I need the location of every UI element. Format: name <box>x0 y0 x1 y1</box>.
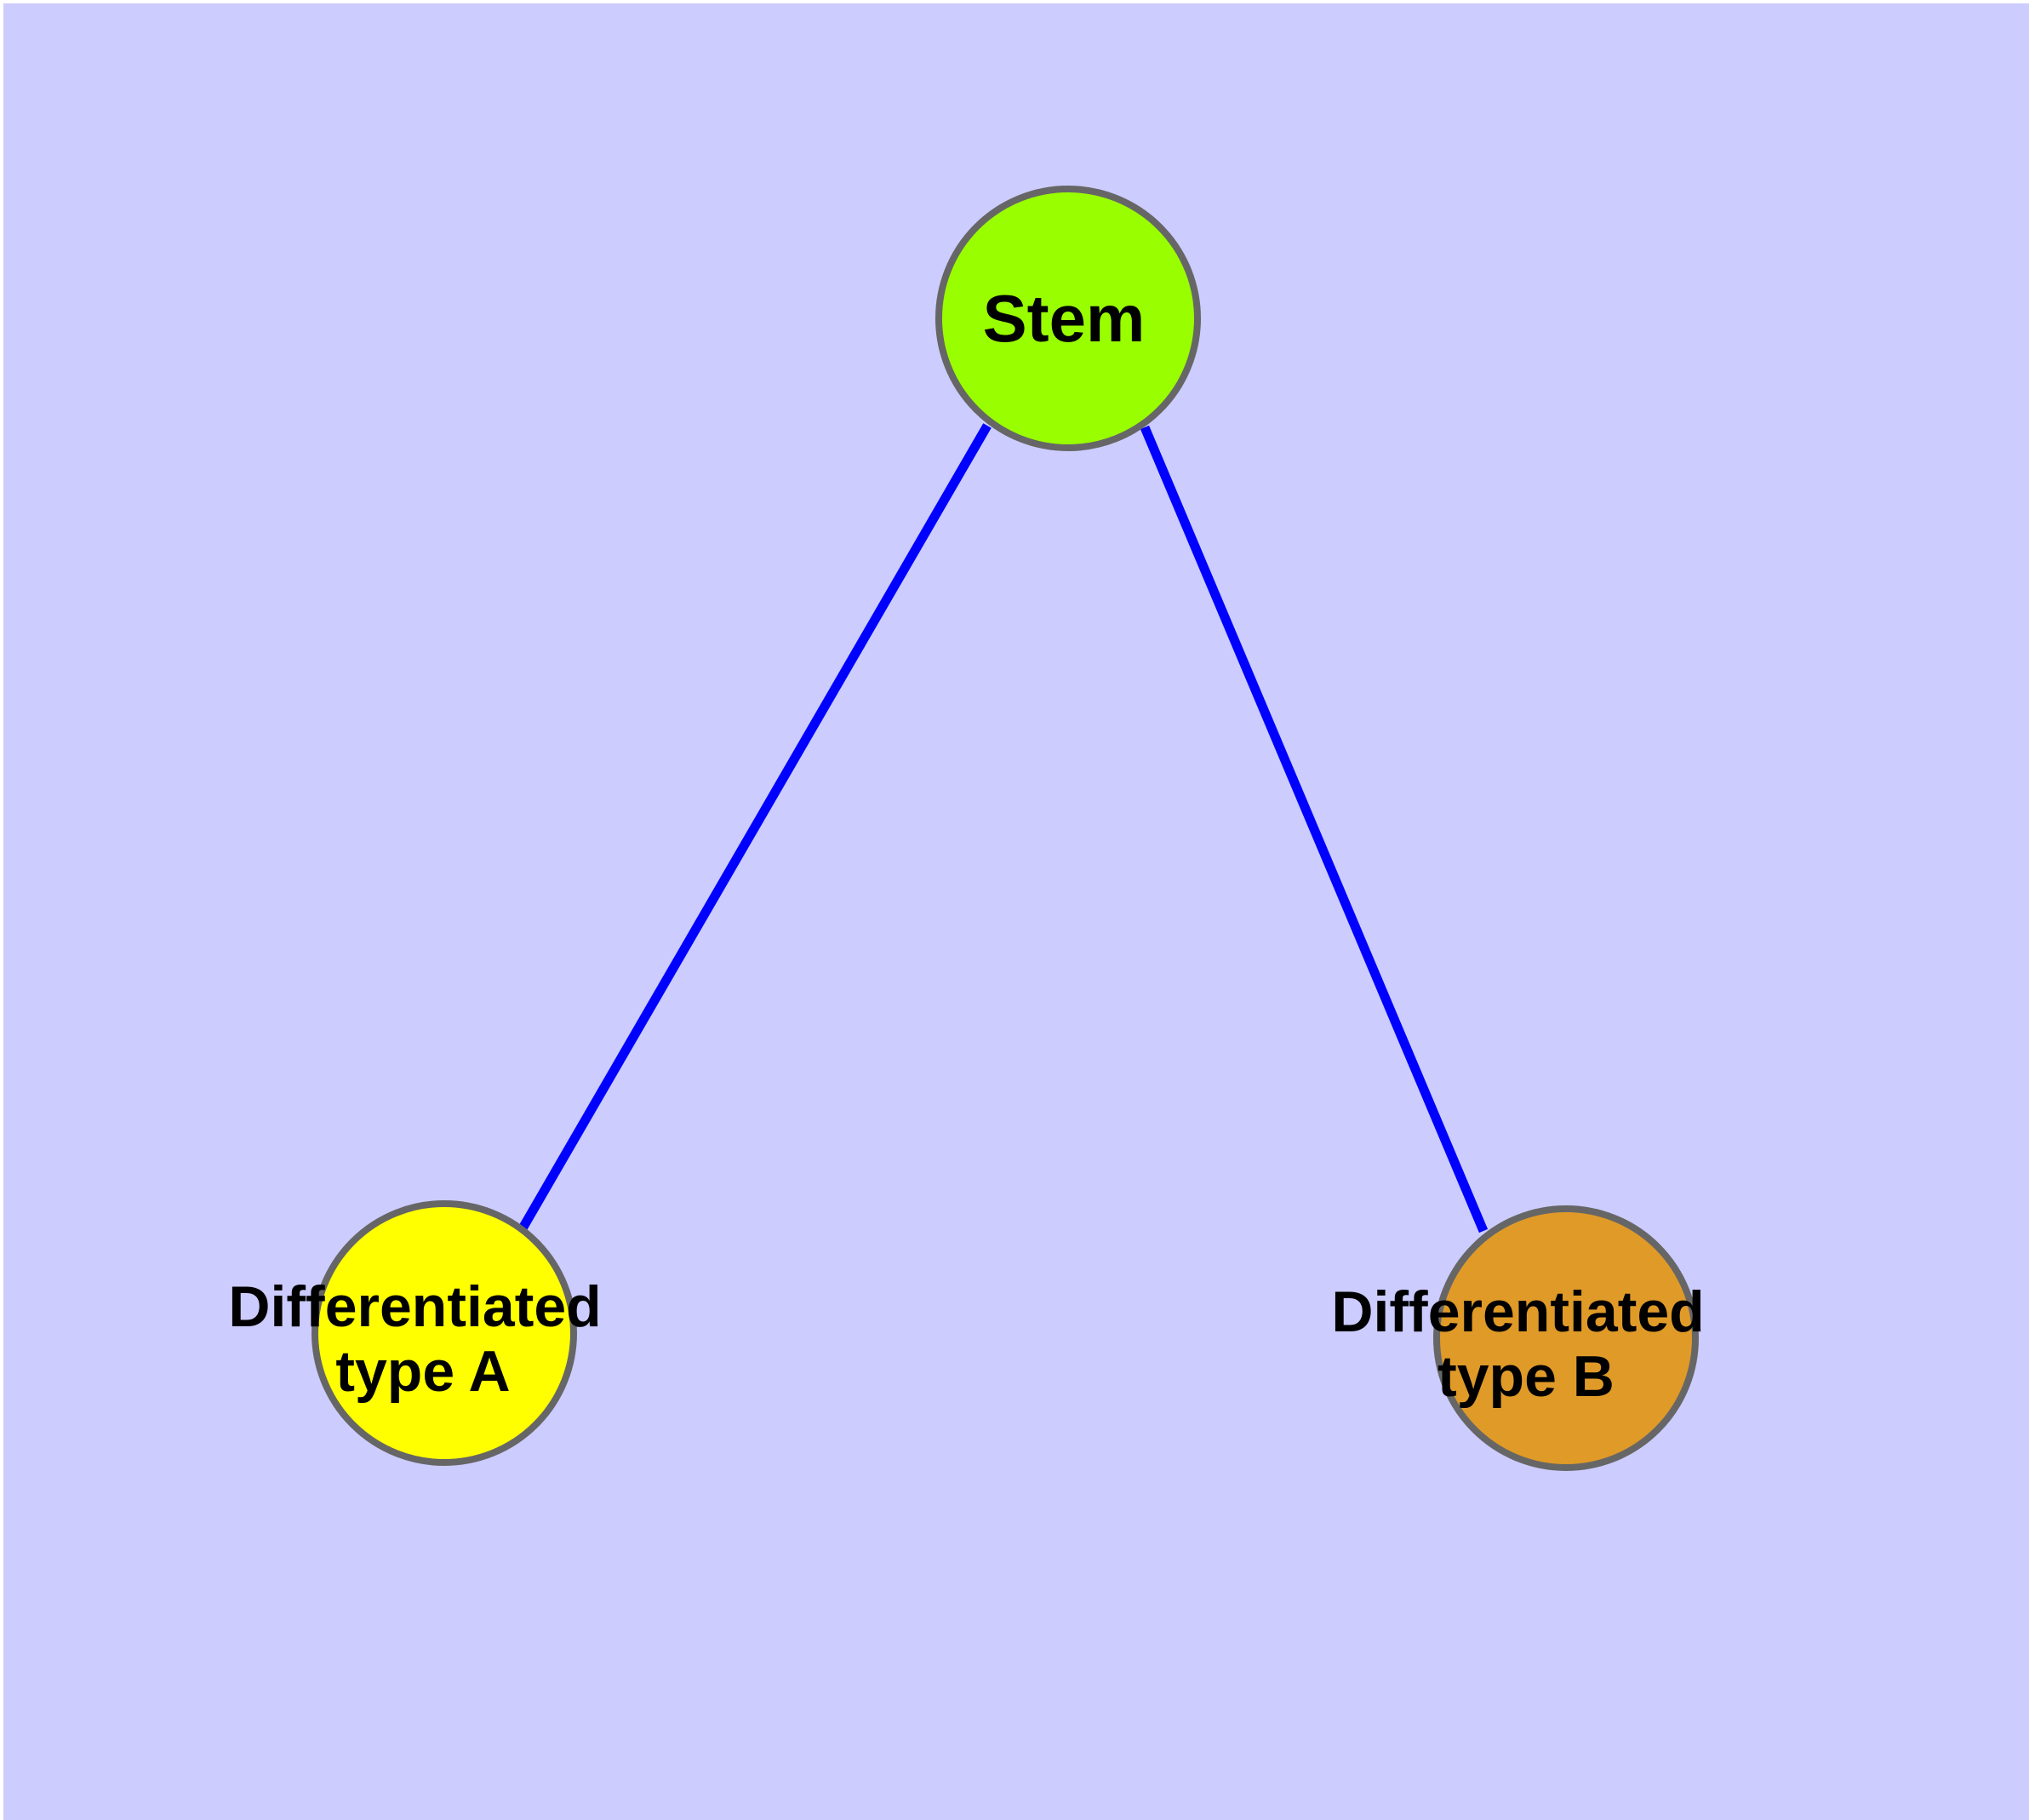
node-differentiated-type-b-label-line-1: Differentiated <box>1331 1279 1704 1344</box>
node-differentiated-type-a[interactable] <box>311 1200 577 1466</box>
edge-stem-to-differentiated-type-a[interactable] <box>518 423 992 1231</box>
node-differentiated-type-b[interactable] <box>1433 1205 1699 1471</box>
edge-stem-to-differentiated-type-b[interactable] <box>1140 425 1489 1233</box>
node-differentiated-type-a-label: Differentiated type A <box>228 1274 617 1404</box>
node-differentiated-type-b-label-line-2: type B <box>1437 1344 1615 1409</box>
node-differentiated-type-b-circle[interactable] <box>1433 1205 1699 1471</box>
node-layer: Stem <box>311 186 1699 1471</box>
node-differentiated-type-a-label-line-2: type A <box>335 1339 510 1404</box>
node-differentiated-type-a-label-line-1: Differentiated <box>228 1274 601 1339</box>
edge-layer <box>518 423 1489 1233</box>
node-differentiated-type-b-label: Differentiated type B <box>1331 1279 1720 1409</box>
label-layer: Differentiated type A Differentiated typ… <box>228 1274 1720 1409</box>
node-stem-label: Stem <box>983 281 1146 356</box>
node-stem-circle[interactable] <box>935 186 1201 451</box>
node-differentiated-type-a-circle[interactable] <box>311 1200 577 1466</box>
node-stem[interactable]: Stem <box>935 186 1201 451</box>
